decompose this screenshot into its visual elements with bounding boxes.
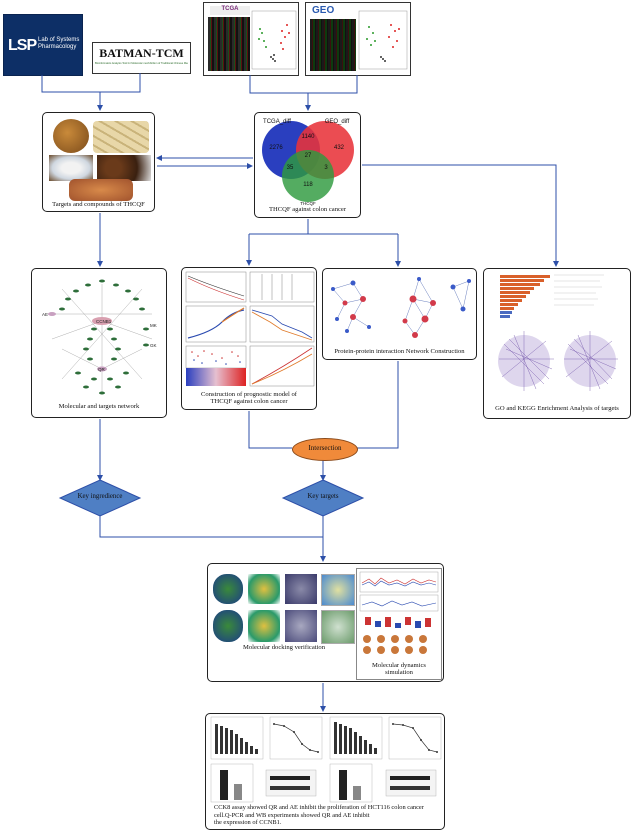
key-ingredients-label: Key ingredience: [77, 493, 123, 500]
herb-image-2: [93, 121, 149, 153]
ppi-network: [331, 277, 471, 338]
geo-volcano-plot: [358, 10, 408, 70]
md-caption-line-2: simulation: [385, 669, 413, 677]
ppi-box: Protein-protein interaction Network Cons…: [322, 268, 477, 360]
md-charts: [359, 571, 439, 654]
go-kegg-box: GO and KEGG Enrichment Analysis of targe…: [483, 268, 631, 419]
docking-image-6: [248, 610, 280, 642]
prognostic-caption: Construction of prognostic model of THCQ…: [182, 391, 316, 406]
network-caption: Molecular and targets network: [58, 403, 140, 411]
intersection-node: Intersection: [292, 438, 358, 461]
key-targets-diamond: [281, 479, 365, 517]
docking-md-box: Molecular docking verification Molecular…: [207, 563, 444, 682]
venn-value-tcga-thcqf: 35: [287, 165, 294, 171]
docking-image-4: [321, 574, 355, 606]
herb-image-3: [49, 155, 93, 181]
venn-circle-thcqf: [282, 150, 334, 202]
venn-caption: THCQF against colon cancer: [268, 206, 347, 214]
batman-subtitle: Bioinformatics Analysis Tool for Molecul…: [95, 62, 188, 65]
venn-value-thcqf-only: 118: [303, 182, 313, 188]
docking-image-2: [248, 574, 280, 604]
docking-caption: Molecular docking verification: [242, 644, 326, 651]
lsp-logo: LSP Lab of Systems Pharmacology: [3, 14, 83, 76]
prognostic-box: Construction of prognostic model of THCQ…: [181, 267, 317, 410]
venn-label-thcqf: THCQF: [300, 201, 316, 206]
molecular-network: CCNB1 MK AE QR GK: [42, 279, 157, 395]
targets-caption: Targets and compounds of THCQF: [52, 201, 145, 209]
cck8-charts: [210, 716, 442, 760]
lsp-text-line-1: Lab of Systems: [38, 37, 80, 43]
docking-image-3: [285, 574, 317, 604]
tcga-heatmap: [208, 17, 250, 71]
docking-image-1: [213, 574, 243, 604]
md-caption-line-1: Molecular dynamics: [371, 661, 426, 669]
venn-box: TCGA_diff GEO_diff THCQF 2276 1140 432 2…: [254, 112, 361, 218]
herb-image-5: [69, 179, 133, 201]
venn-diagram: TCGA_diff GEO_diff THCQF 2276 1140 432 2…: [262, 119, 354, 206]
pcr-wb-charts: [210, 763, 437, 803]
final-caption: CCK8 assay showed QR and AE inhibit the …: [214, 804, 440, 827]
key-targets-label: Key targets: [307, 493, 339, 500]
network-label-qr: QR: [98, 367, 106, 372]
prognostic-caption-line-1: Construction of prognostic model of: [201, 390, 297, 398]
network-label-mk: MK: [150, 323, 157, 328]
venn-label-tcga: TCGA_diff: [263, 119, 291, 125]
targets-compounds-box: Targets and compounds of THCQF: [42, 112, 155, 212]
final-caption-line-1: CCK8 assay showed QR and AE inhibit the …: [214, 804, 424, 811]
network-box: CCNB1 MK AE QR GK Molecular and targets …: [31, 268, 167, 418]
venn-value-geo-only: 432: [334, 145, 345, 151]
venn-label-geo: GEO_diff: [325, 119, 350, 125]
docking-panel: [213, 574, 355, 664]
go-kegg-caption: GO and KEGG Enrichment Analysis of targe…: [495, 405, 619, 413]
docking-image-8: [321, 610, 355, 644]
lsp-mark: LSP: [8, 37, 37, 54]
final-caption-line-2: cell.Q-PCR and WB experiments showed QR …: [214, 811, 370, 819]
lsp-text-line-2: Pharmacology: [38, 43, 77, 50]
intersection-label: Intersection: [308, 444, 342, 452]
md-caption: Molecular dynamics simulation: [357, 662, 441, 677]
tcga-source-panel: TCGA: [203, 2, 299, 76]
geo-source-label: GEO: [312, 5, 335, 16]
experiment-box: CCK8 assay showed QR and AE inhibit the …: [205, 713, 445, 830]
venn-value-geo-thcqf: 3: [324, 165, 328, 171]
tcga-volcano-plot: [251, 10, 297, 70]
network-label-ccnb1: CCNB1: [96, 319, 112, 324]
venn-value-tcga-only: 2276: [269, 145, 283, 151]
ppi-caption: Protein-protein interaction Network Cons…: [334, 348, 465, 356]
batman-title: BATMAN-TCM: [99, 46, 184, 60]
network-label-gk: GK: [150, 343, 157, 348]
network-label-ae: AE: [42, 312, 48, 317]
docking-image-7: [285, 610, 317, 642]
docking-image-5: [213, 610, 243, 642]
go-kegg-charts: [498, 274, 618, 391]
md-panel: Molecular dynamics simulation: [356, 568, 442, 680]
venn-value-tcga-geo: 1140: [302, 134, 316, 140]
key-ingredients-diamond: [58, 479, 142, 517]
herb-image-1: [53, 119, 89, 153]
venn-value-center: 27: [305, 153, 312, 159]
prognostic-charts: [185, 271, 315, 387]
geo-heatmap: [310, 19, 356, 71]
herb-image-4: [97, 155, 151, 181]
geo-source-panel: GEO: [305, 2, 411, 76]
final-caption-line-3: the expression of CCNB1.: [214, 819, 282, 827]
batman-logo: BATMAN-TCM Bioinformatics Analysis Tool …: [92, 42, 191, 74]
prognostic-caption-line-2: THCQF against colon cancer: [210, 398, 288, 406]
tcga-source-label: TCGA: [210, 6, 250, 15]
